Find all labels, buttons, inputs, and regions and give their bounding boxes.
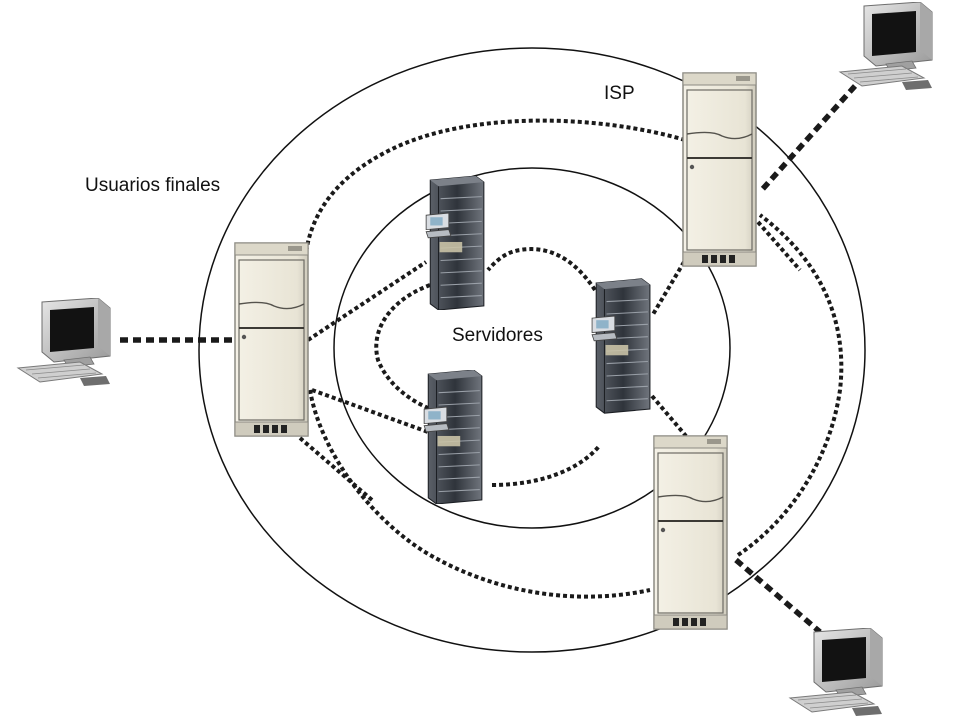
links (120, 84, 858, 635)
link-user-bottom-right (734, 557, 822, 635)
end-user-computer-icon (789, 628, 883, 717)
servers-label: Servidores (452, 325, 543, 346)
link-isp-left-isp-bottom (298, 436, 374, 502)
isp-server-icon (682, 72, 757, 267)
middle-ring (333, 167, 731, 529)
core-server-icon (423, 370, 483, 504)
core-dotted-ring (374, 247, 602, 487)
isp-server-icon (234, 242, 309, 437)
link-isp-top-core-right (650, 260, 686, 318)
core-server-icon (425, 176, 485, 310)
isp-server-icon (653, 435, 728, 630)
link-user-top-right (757, 84, 858, 194)
outer-ring (198, 47, 866, 653)
link-core-right-isp-bottom (650, 394, 688, 438)
link-isp-top-side (756, 220, 802, 272)
end-users-label: Usuarios finales (85, 175, 221, 196)
core-server-icon (591, 278, 651, 414)
end-user-computer-icon (839, 2, 933, 91)
isp-label: ISP (604, 83, 635, 104)
link-isp-left-core-top (306, 260, 428, 342)
isp-dotted-ring (303, 118, 844, 599)
rings (198, 47, 866, 653)
end-user-computer-icon (17, 298, 111, 387)
